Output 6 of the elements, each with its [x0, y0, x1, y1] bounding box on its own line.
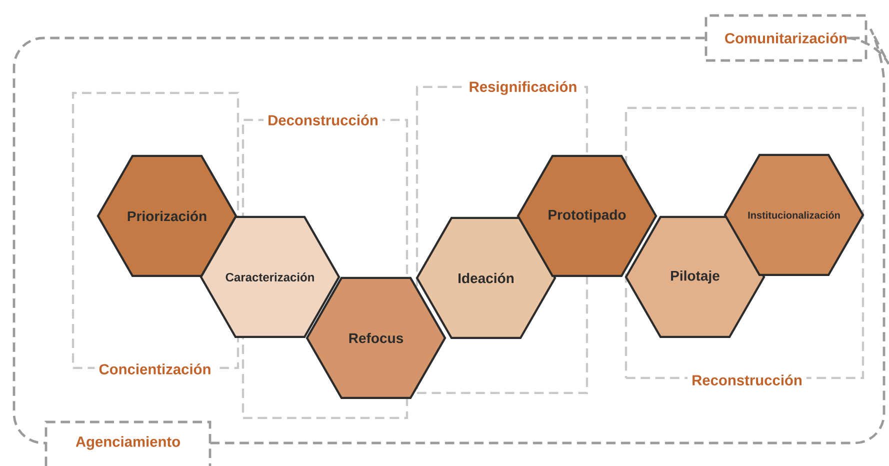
dashed-box: Agenciamiento [44, 420, 212, 466]
dashed-box: Comunitarización [704, 14, 868, 62]
hexagon: Institucionalización [724, 154, 864, 276]
loop-line [12, 36, 705, 444]
loop-line [210, 28, 889, 444]
hexagon: Prototipado [516, 154, 658, 278]
